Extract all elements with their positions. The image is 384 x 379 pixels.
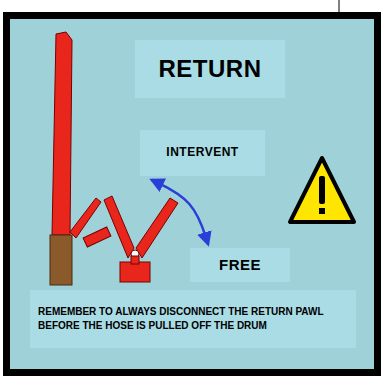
warning-note: REMEMBER TO ALWAYS DISCONNECT THE RETURN…	[38, 305, 348, 334]
holder-base	[120, 262, 150, 282]
motion-arrow	[152, 180, 208, 244]
frame-tick	[339, 0, 340, 12]
state-label-box: INTERVENT	[140, 130, 265, 176]
warning-note-box: REMEMBER TO ALWAYS DISCONNECT THE RETURN…	[30, 290, 356, 348]
box-label: RETURN	[159, 55, 262, 83]
warning-mark	[319, 208, 325, 214]
sign-panel	[10, 19, 374, 369]
title-box: RETURN	[135, 40, 285, 98]
warning-mark	[319, 176, 325, 204]
sign-frame	[3, 12, 381, 376]
state-label-box: FREE	[190, 248, 290, 282]
pawl-tab	[83, 227, 111, 247]
box-label: INTERVENT	[166, 146, 238, 160]
holder-stem	[131, 256, 139, 264]
pole-base	[50, 235, 72, 285]
box-label: FREE	[219, 256, 261, 273]
warning-triangle	[290, 158, 354, 222]
pole	[52, 32, 72, 235]
holder-arm	[136, 198, 178, 258]
holder-arm	[104, 196, 134, 258]
